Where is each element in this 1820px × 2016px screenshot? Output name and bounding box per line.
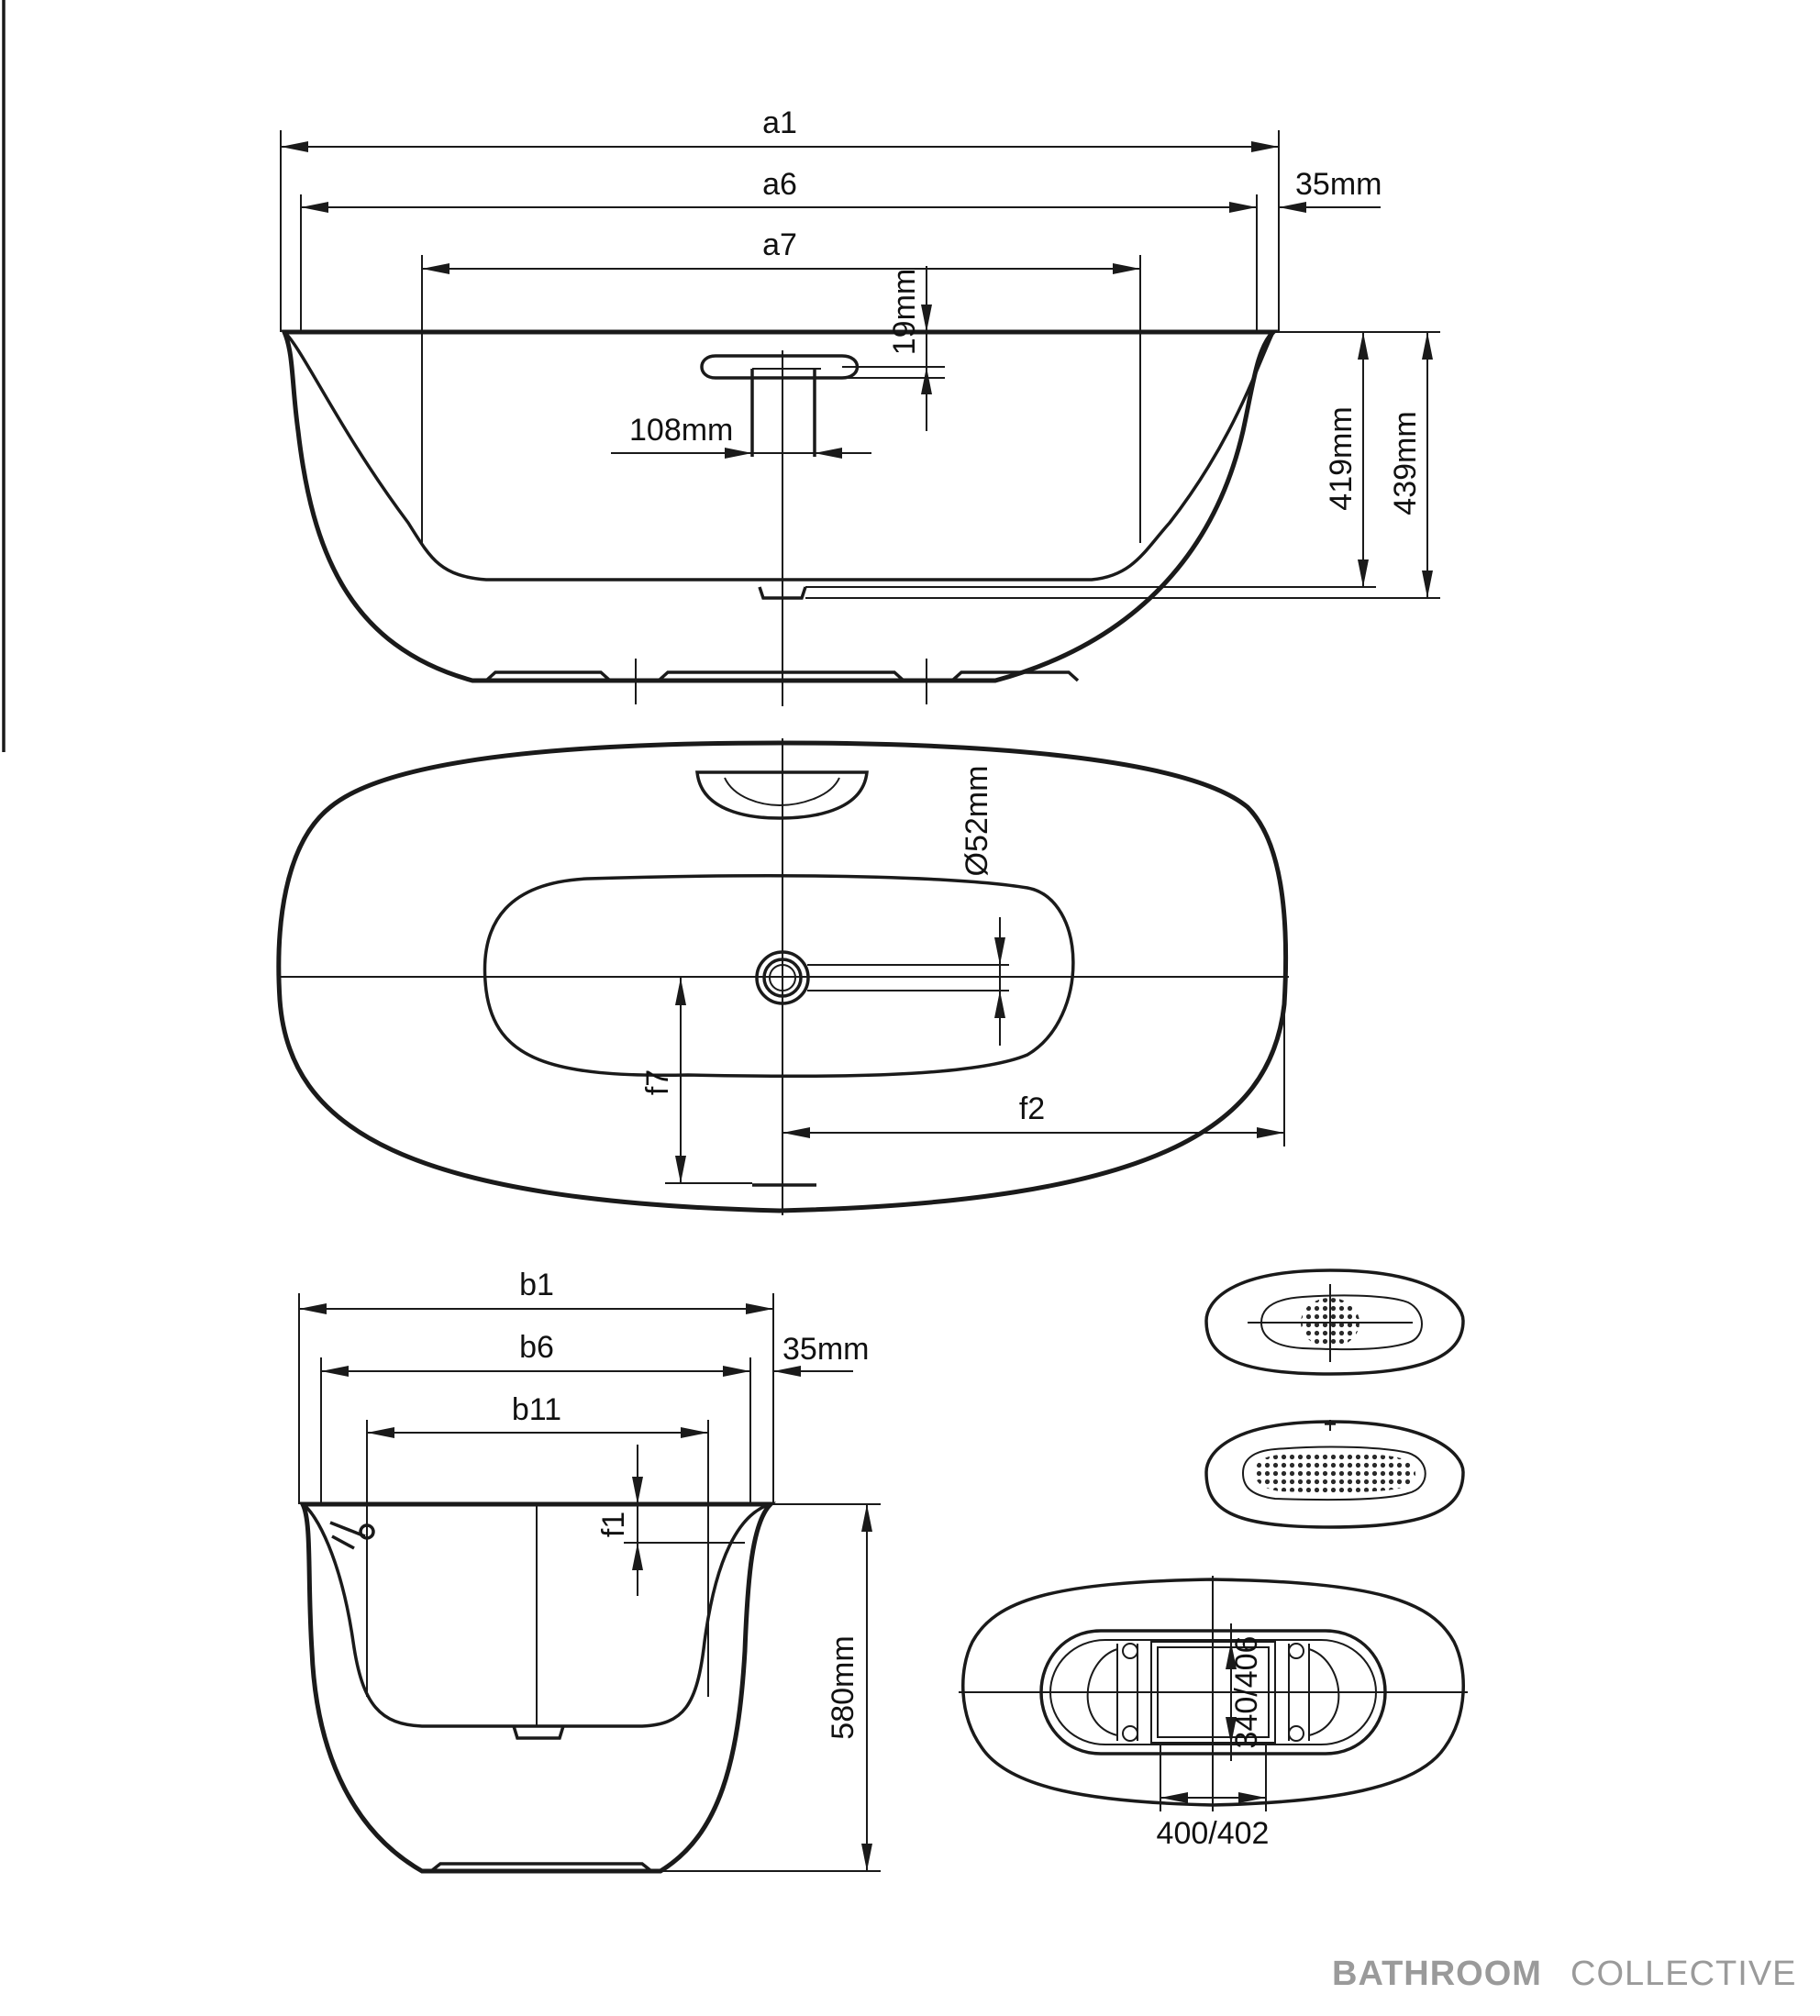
plan-dimensions [665, 917, 1285, 1184]
label-base-depth: 340/406 [1229, 1636, 1264, 1749]
base-plan-view [959, 1576, 1468, 1811]
side-dimensions [298, 1293, 881, 1872]
label-b11: b11 [512, 1392, 561, 1427]
plan-dimension-labels: Ø52mm f2 f7 [640, 766, 1045, 1126]
label-overflow-width: 108mm [629, 413, 733, 448]
front-elevation-view [281, 329, 1280, 706]
brand-bold-text: BATHROOM [1332, 1955, 1542, 1993]
label-f1: f1 [596, 1512, 631, 1537]
label-height: 580mm [826, 1635, 860, 1739]
label-base-width: 400/402 [1157, 1816, 1270, 1851]
label-b6: b6 [519, 1330, 554, 1365]
label-inner-depth: 419mm [1324, 406, 1359, 510]
label-rim-offset-side: 35mm [782, 1332, 869, 1367]
front-dimension-labels: a1 a6 a7 35mm 19mm 108mm 419mm 439mm [629, 105, 1423, 515]
waste-variant-1-view [1204, 1268, 1465, 1376]
label-a1: a1 [762, 105, 797, 140]
base-plan-labels: 340/406 400/402 [1157, 1636, 1270, 1851]
base-plan-dimensions [1160, 1623, 1267, 1811]
side-dimension-labels: b1 b6 b11 35mm f1 580mm [512, 1268, 870, 1740]
side-elevation-view [298, 1501, 777, 1874]
waste-variant-2-view [1204, 1420, 1465, 1529]
label-f2: f2 [1019, 1091, 1045, 1126]
label-overflow-offset: 19mm [887, 269, 922, 355]
brand-logo: BATHROOM COLLECTIVE [1332, 1955, 1797, 1993]
plan-view [276, 738, 1289, 1215]
label-outer-depth: 439mm [1388, 411, 1423, 515]
brand-light-text: COLLECTIVE [1570, 1955, 1797, 1993]
label-waste-diameter: Ø52mm [960, 766, 994, 877]
front-dimensions [280, 130, 1440, 599]
label-b1: b1 [519, 1268, 554, 1302]
label-rim-offset-top: 35mm [1295, 167, 1382, 202]
label-a6: a6 [762, 167, 797, 202]
label-f7: f7 [640, 1069, 675, 1095]
label-a7: a7 [762, 227, 797, 262]
